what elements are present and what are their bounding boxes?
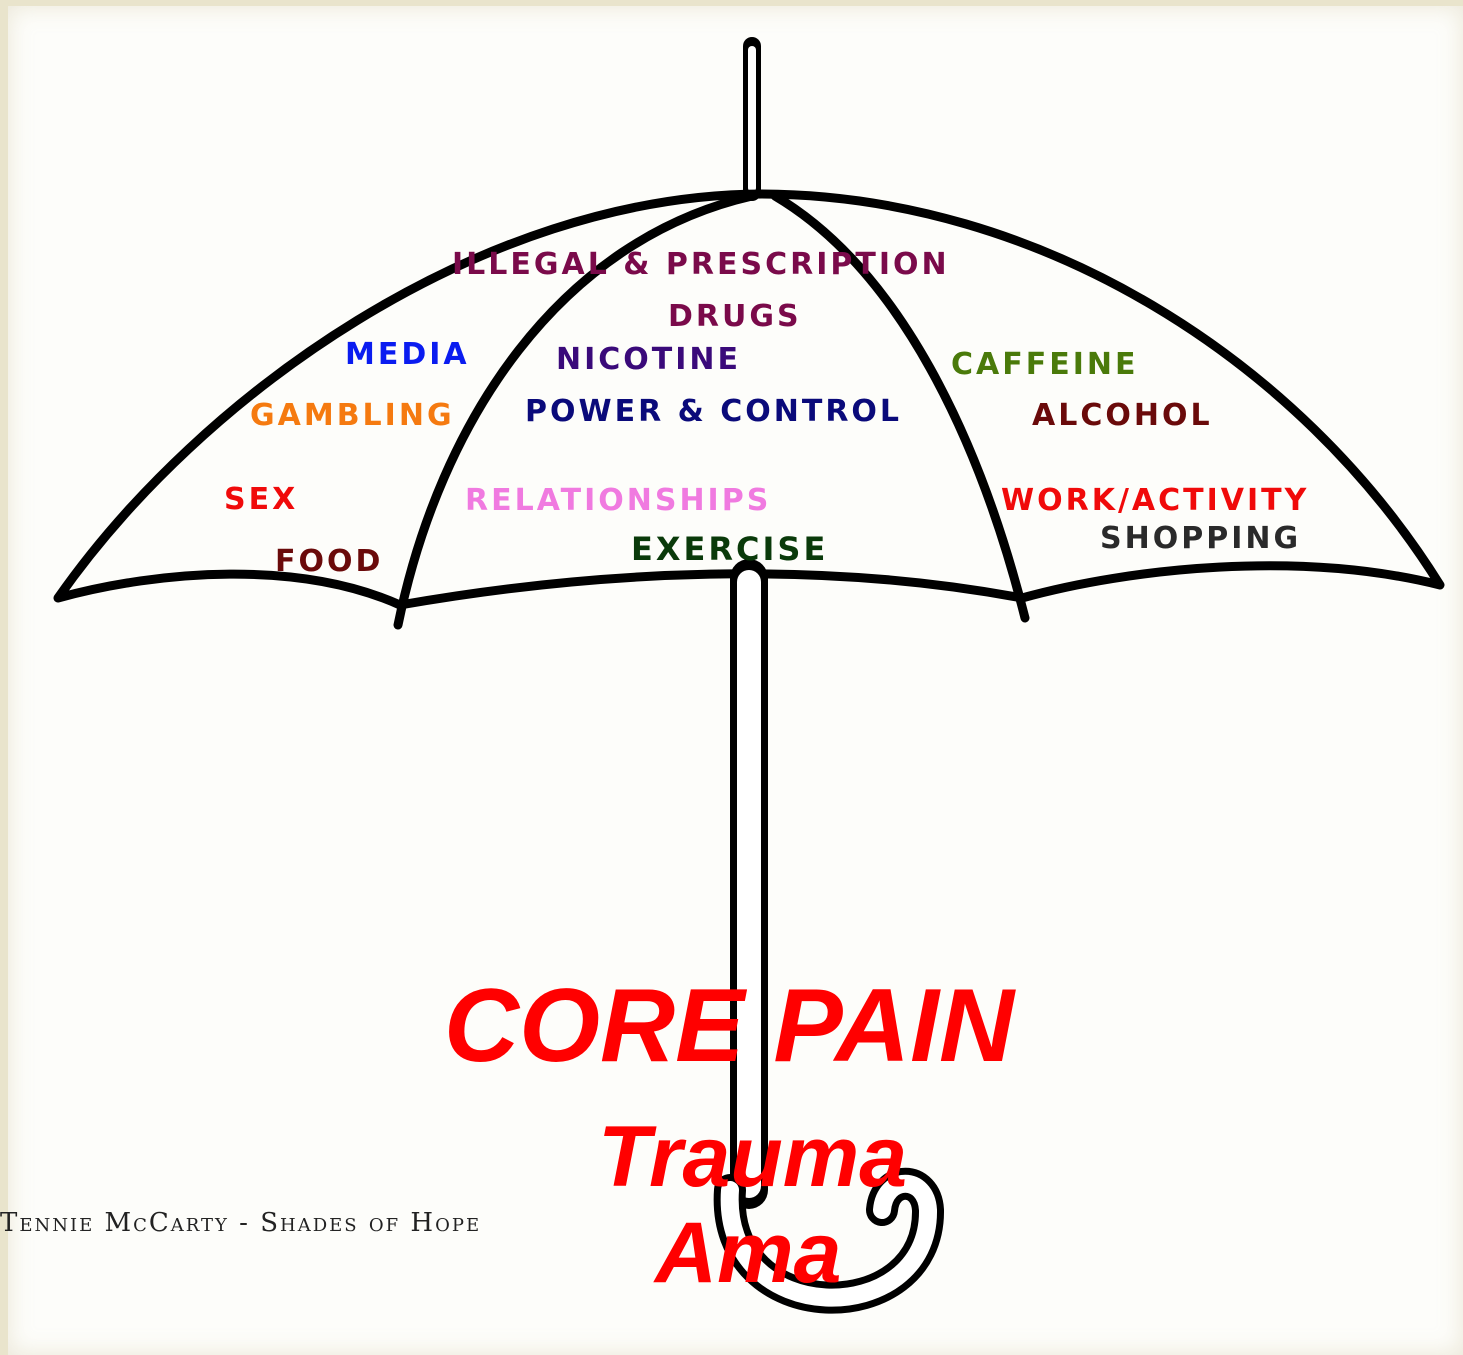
core-pain-ama: Ama — [655, 1210, 841, 1296]
label-power-control: power & control — [525, 397, 902, 427]
label-relationships: relationships — [465, 486, 771, 516]
label-caffeine: caffeine — [951, 350, 1138, 380]
core-pain-title: CORE PAIN — [444, 974, 1014, 1078]
label-exercise: Exercise — [631, 533, 828, 565]
label-drugs: drugs — [668, 302, 802, 332]
core-pain-trauma: Trauma — [598, 1114, 907, 1200]
label-nicotine: nicotine — [556, 345, 741, 375]
label-food: food — [275, 547, 383, 577]
label-illegal-prescription: illegal & prescription — [452, 250, 950, 280]
credit-text: Tennie McCarty - Shades of Hope — [0, 1210, 481, 1236]
label-sex: sex — [224, 485, 298, 515]
label-alcohol: alcohol — [1032, 401, 1213, 431]
label-gambling: gambling — [250, 401, 455, 431]
label-work-activity: work/activity — [1001, 486, 1309, 516]
label-shopping: shopping — [1100, 524, 1301, 554]
label-media: media — [345, 340, 470, 370]
